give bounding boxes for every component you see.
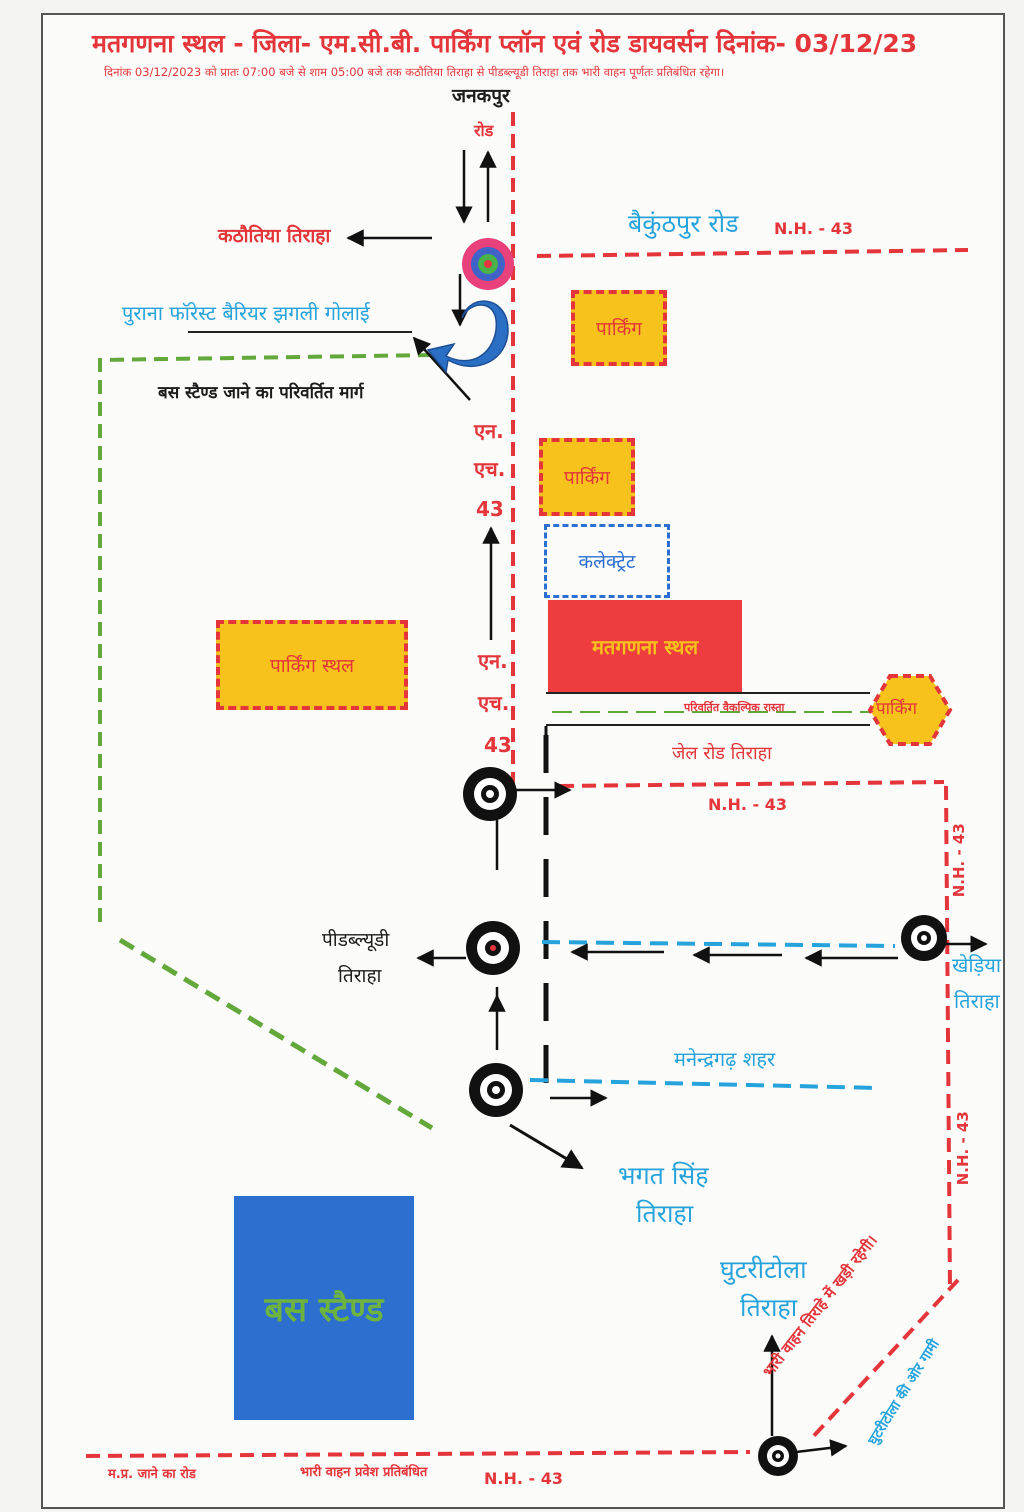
counting-site-box: मतगणना स्थल	[548, 600, 742, 692]
page-frame	[41, 13, 1005, 1509]
page-title: मतगणना स्थल - जिला- एम.सी.बी. पार्किंग प…	[92, 29, 918, 58]
khadiya-label-1: खेड़िया	[952, 953, 1002, 977]
bhagat-singh-roundabout-icon	[469, 1063, 523, 1117]
manendragarh-road	[529, 1078, 881, 1090]
janakpur-label: जनकपुर	[452, 85, 510, 107]
ghutritola-label-2: तिराहा	[740, 1293, 798, 1322]
jail-road-roundabout-icon	[463, 767, 517, 821]
bhagat-singh-label-2: तिराहा	[636, 1199, 694, 1228]
bus-stand-label: बस स्टैण्ड	[264, 1290, 384, 1330]
baikunthpur-road	[536, 248, 969, 258]
parking-box-1-label: पार्किंग	[596, 318, 642, 340]
u-turn-arrow	[426, 300, 509, 374]
heavy-banned-label: भारी वाहन प्रवेश प्रतिबंधित	[300, 1465, 428, 1480]
bus-stand-route-diagonal	[118, 937, 434, 1131]
parking-box-2: पार्किंग	[539, 438, 635, 516]
parking-hex-shape	[867, 674, 953, 746]
collectorate-label: कलेक्ट्रेट	[578, 551, 636, 573]
pwd-label-2: तिराहा	[338, 965, 382, 987]
nh43-east-road	[559, 780, 945, 788]
parking-box-2-label: पार्किंग	[564, 467, 610, 489]
nh43-hindi-1b: एच.	[474, 457, 506, 481]
forest-barrier-label: पुराना फॉरेस्ट बैरियर झगली गोलाई	[122, 301, 370, 325]
ghutritola-label-1: घुटरीटोला	[720, 1255, 807, 1284]
bottom-roundabout-icon	[758, 1436, 798, 1476]
nh43-hindi-2b: एच.	[478, 691, 510, 715]
bhagat-singh-label-1: भगत सिंह	[618, 1161, 709, 1190]
khadiya-roundabout-icon	[901, 915, 947, 961]
jail-road-label: जेल रोड तिराहा	[672, 743, 772, 764]
nh43-diagonal-road	[808, 1278, 960, 1442]
counting-site-label: मतगणना स्थल	[591, 634, 699, 659]
nh43-hindi-2c: 43	[484, 733, 512, 757]
road-label: रोड	[474, 121, 494, 140]
nh43-bottom-road	[85, 1450, 751, 1458]
nh43-label-bottom: N.H. - 43	[484, 1469, 563, 1488]
kathautiya-roundabout-icon	[462, 238, 514, 290]
baikunthpur-label: बैकुंठपुर रोड	[628, 209, 739, 238]
nh43-right-road	[944, 785, 952, 1291]
manendragarh-label: मनेन्द्रगढ़ शहर	[674, 1047, 776, 1071]
parking-box-1: पार्किंग	[571, 290, 667, 366]
bus-stand-route	[98, 353, 433, 925]
bus-route-label: बस स्टैण्ड जाने का परिवर्तित मार्ग	[158, 383, 364, 403]
arrow-right-bottom	[795, 1439, 848, 1457]
nh43-label-mid: N.H. - 43	[708, 795, 787, 814]
arrow-to-bhagat-singh	[509, 1123, 584, 1170]
page-subtitle: दिनांक 03/12/2023 को प्रातः 07:00 बजे से…	[104, 65, 725, 79]
khadiya-label-2: तिराहा	[954, 989, 1000, 1013]
diversion-path-label: परिवर्तित वैकल्पिक रास्ता	[684, 701, 785, 714]
pwd-roundabout-icon	[466, 921, 520, 975]
bus-stand-box: बस स्टैण्ड	[234, 1196, 414, 1420]
kathautiya-label: कठौतिया तिराहा	[218, 225, 331, 247]
pwd-label-1: पीडब्ल्यूडी	[322, 929, 390, 951]
parking-site-box: पार्किंग स्थल	[216, 620, 408, 710]
nh43-vertical-label-1: N.H. - 43	[949, 823, 968, 898]
nh43-label-top: N.H. - 43	[774, 219, 853, 238]
parking-hex-label: पार्किंग	[876, 699, 918, 719]
collectorate-box: कलेक्ट्रेट	[544, 524, 670, 598]
nh43-hindi-1c: 43	[476, 497, 504, 521]
nh43-vertical-label-2: N.H. - 43	[953, 1111, 972, 1186]
parking-site-label: पार्किंग स्थल	[270, 655, 354, 677]
arrow-diagonal-bus	[412, 336, 471, 401]
mp-road-label: म.प्र. जाने का रोड	[108, 1467, 196, 1482]
nh43-hindi-1a: एन.	[474, 419, 504, 443]
nh43-hindi-2a: एन.	[478, 649, 508, 673]
khadiya-road	[541, 940, 896, 948]
